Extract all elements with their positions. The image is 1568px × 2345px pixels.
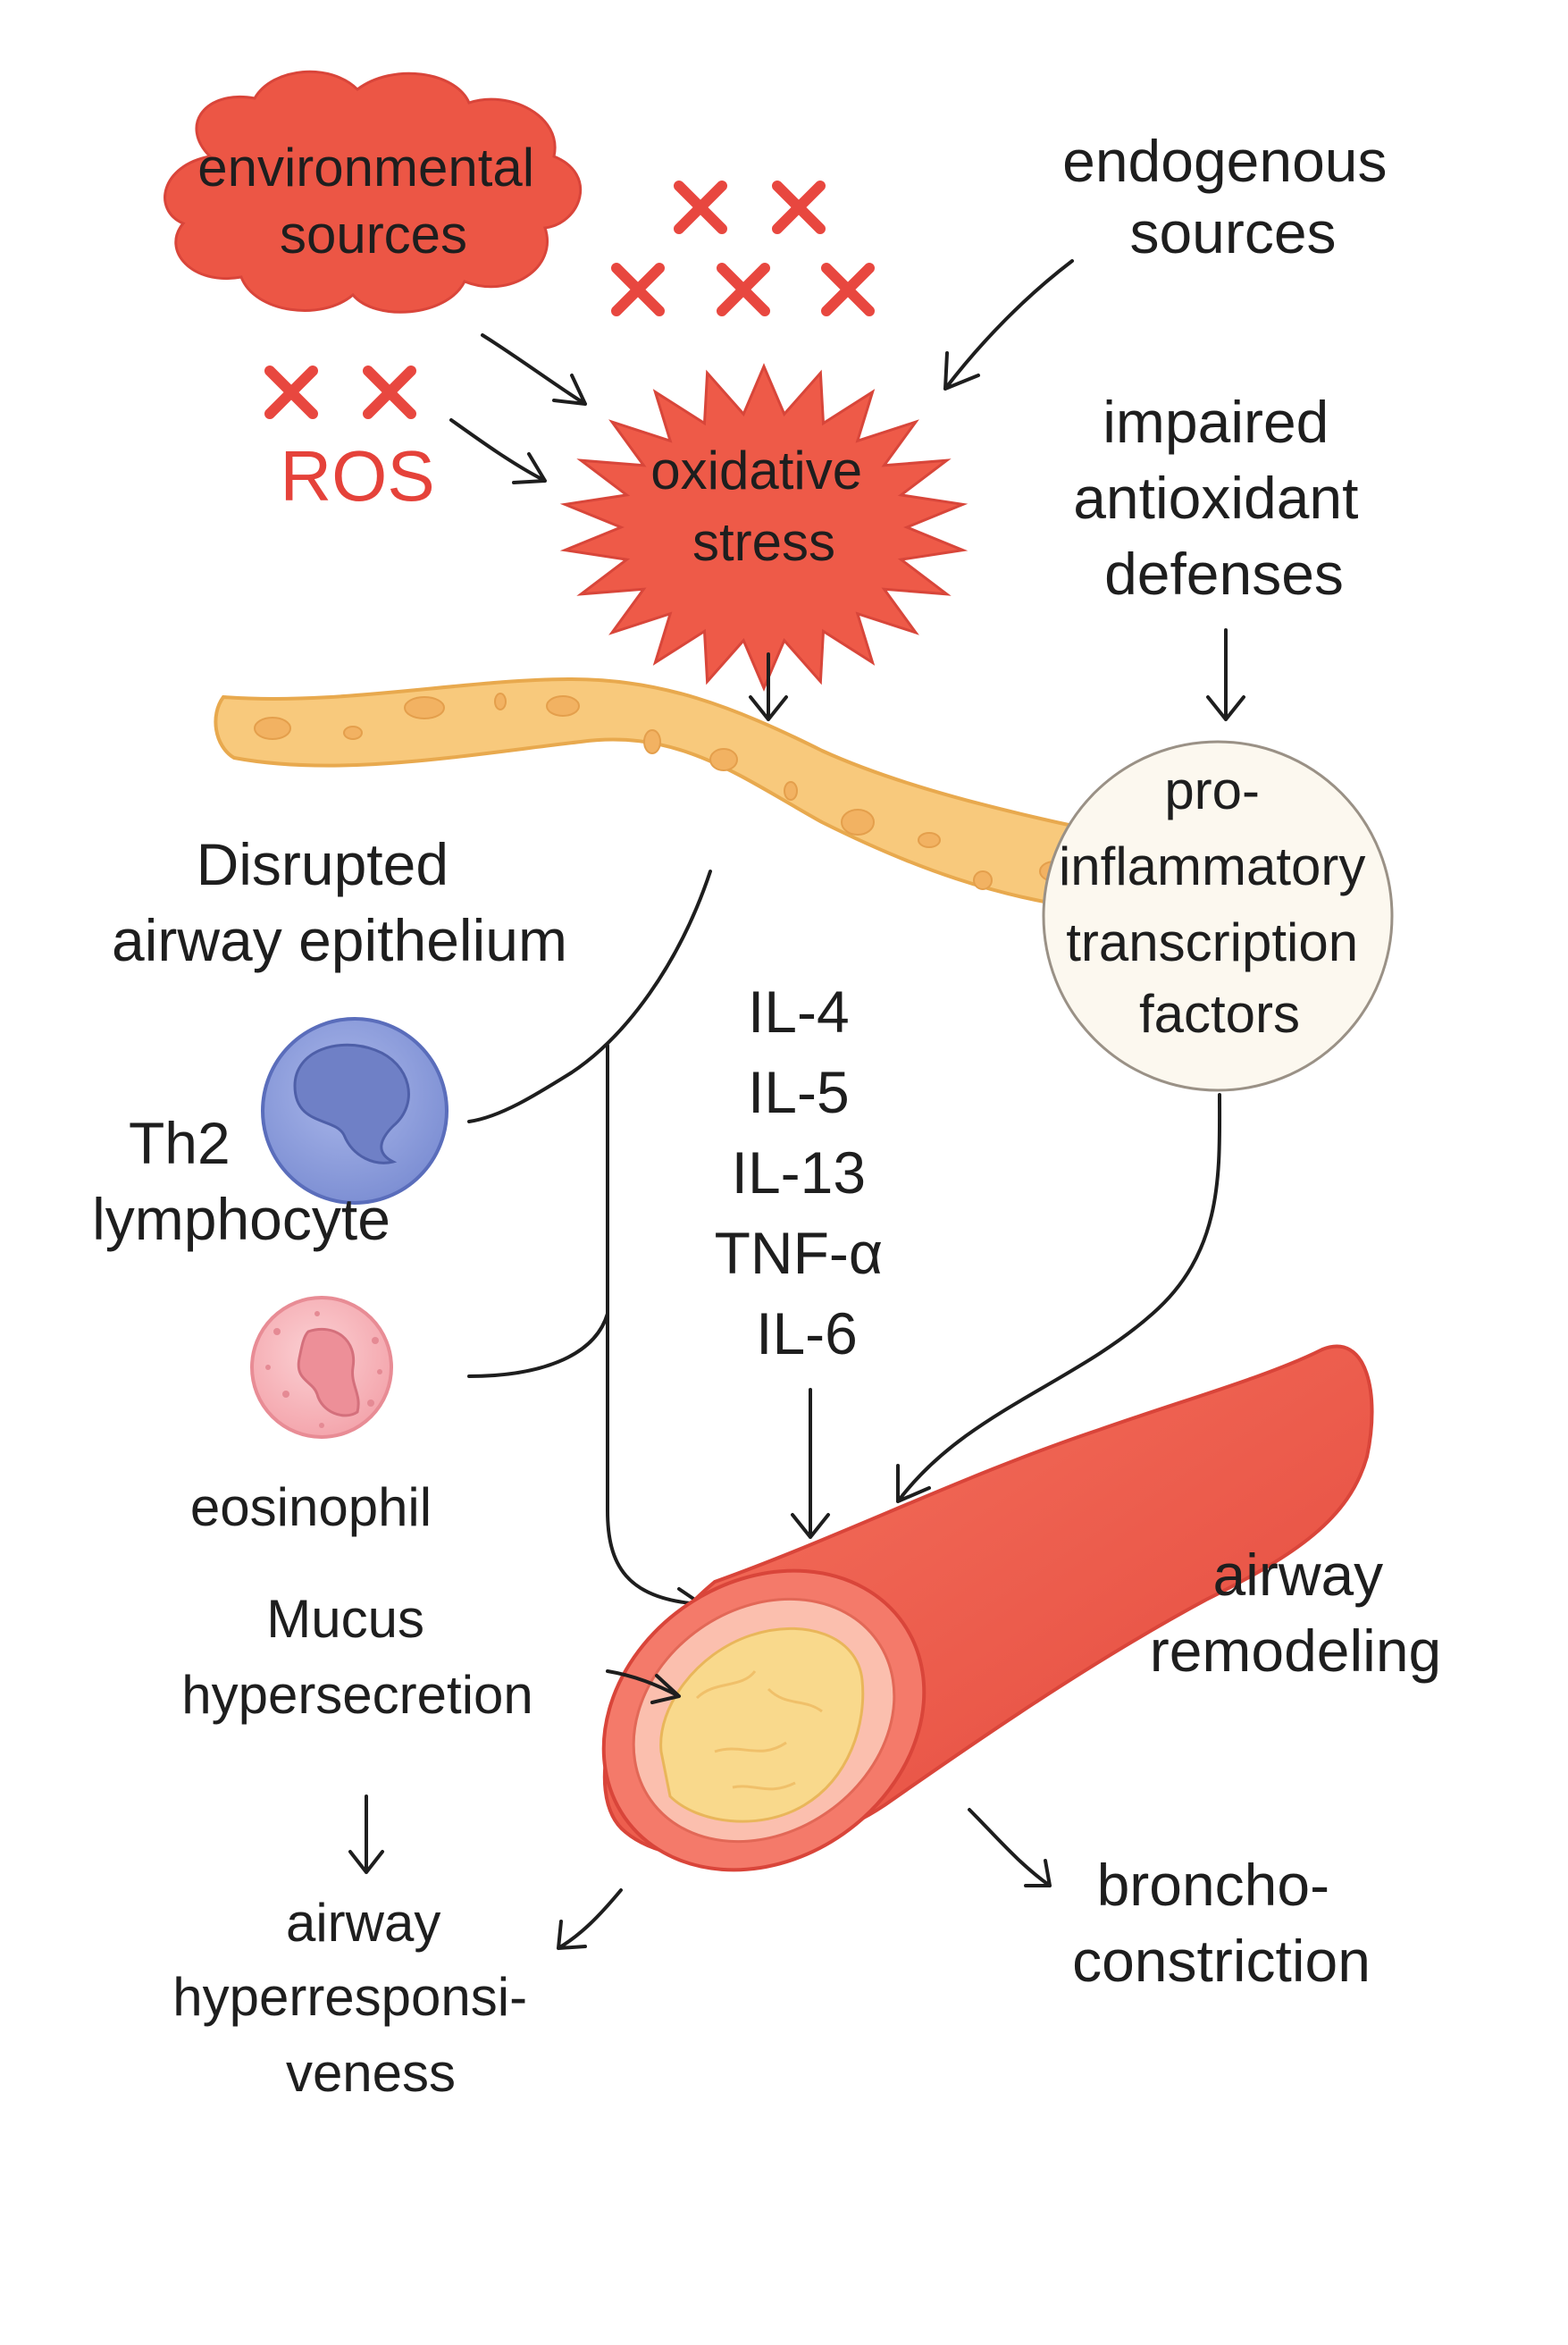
arrow-cytokines-to-airway <box>791 1388 830 1539</box>
oxidative-stress-label: oxidative stress <box>650 441 876 572</box>
transcription-factors-circle <box>1042 740 1394 1092</box>
arrow-environmental-to-stress <box>481 333 587 406</box>
arrow-mucus-to-hyperresponsiveness <box>348 1794 384 1874</box>
lumen-folds <box>695 1670 823 1791</box>
bronchoconstriction-label: broncho- constriction <box>1072 1852 1371 1994</box>
airway-lumen <box>659 1626 865 1823</box>
ros-label: ROS <box>280 436 434 516</box>
arrow-stress-to-epithelium <box>749 652 788 721</box>
arrow-factors-to-airway <box>896 1093 1222 1503</box>
x-mark-icon <box>611 263 665 316</box>
eosinophil-label: eosinophil <box>190 1477 432 1537</box>
endogenous-sources-label: endogenous sources <box>1062 128 1404 265</box>
arrow-ros-to-stress <box>449 418 547 484</box>
x-mark-icon <box>772 181 826 234</box>
disrupted-epithelium-label: Disrupted airway epithelium <box>112 831 567 973</box>
eosinophil-granules <box>265 1311 382 1428</box>
x-mark-icon <box>674 181 727 234</box>
x-mark-icon <box>717 263 770 316</box>
environmental-sources-cloud <box>164 70 582 314</box>
line-trunk <box>606 1044 703 1624</box>
x-mark-icon <box>264 366 318 419</box>
impaired-antioxidant-label: impaired antioxidant defenses <box>1073 389 1375 607</box>
ros-x-marks <box>264 181 875 419</box>
x-mark-icon <box>821 263 875 316</box>
oxidative-stress-burst <box>559 363 968 692</box>
airway-remodeling-label: airway remodeling <box>1150 1542 1442 1684</box>
transcription-factors-label: pro- inflammatory transcription factors <box>1059 761 1380 1044</box>
th2-nucleus <box>293 1043 410 1164</box>
airway-hyperresponsiveness-label: airway hyperresponsi- veness <box>172 1893 542 2103</box>
arrow-mucus-to-airway <box>606 1669 681 1704</box>
eosinophil-nucleus <box>297 1327 360 1417</box>
th2-lymphocyte-label: Th2 lymphocyte <box>92 1110 390 1252</box>
line-epithelium-to-th2 <box>467 870 712 1123</box>
arrow-airway-to-bronchoconstriction <box>968 1808 1052 1887</box>
arrow-endogenous-to-stress <box>943 259 1074 391</box>
x-mark-icon <box>363 366 416 419</box>
line-eosinophil <box>467 1312 609 1378</box>
environmental-sources-label: environmental sources <box>197 138 549 265</box>
cytokine-list: IL-4 IL-5 IL-13 TNF-α IL-6 <box>715 979 900 1366</box>
arrow-airway-to-hyperresponsiveness <box>557 1888 623 1950</box>
arrow-impaired-to-factors <box>1206 628 1245 721</box>
mucus-hypersecretion-label: Mucus hypersecretion <box>181 1589 533 1725</box>
